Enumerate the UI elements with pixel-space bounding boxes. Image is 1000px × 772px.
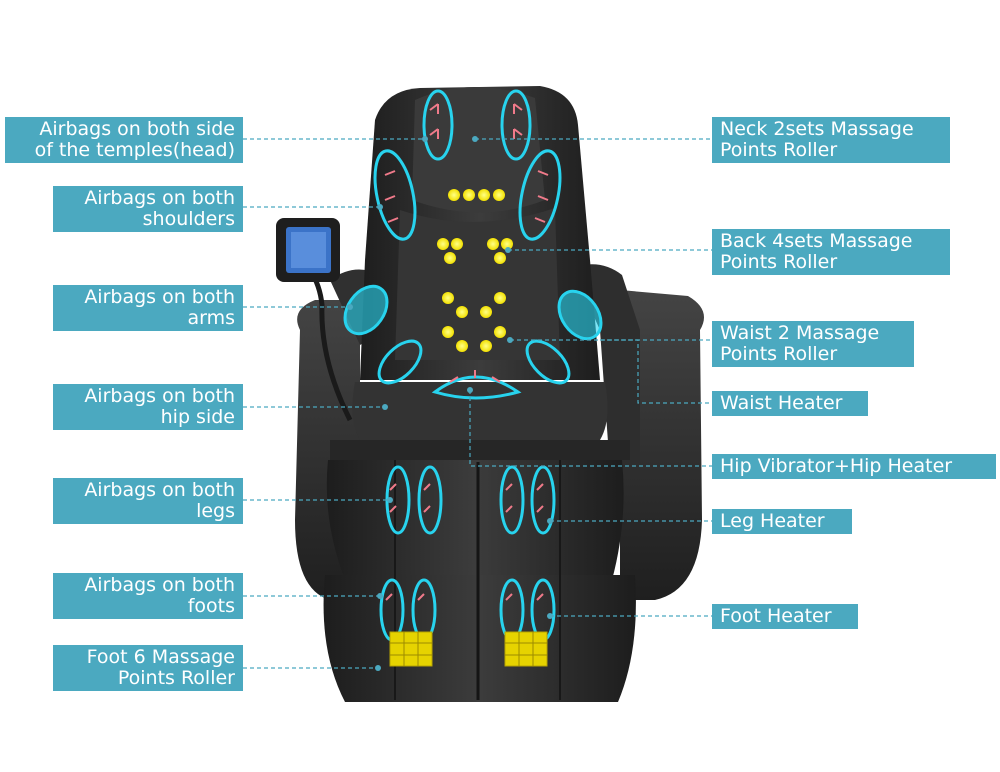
back-cushion — [395, 208, 560, 360]
calf-rest — [326, 460, 624, 580]
label-neck-roller: Neck 2sets Massage Points Roller — [712, 117, 950, 163]
chair-body — [295, 86, 704, 702]
roller-back — [451, 238, 463, 250]
roller-back — [442, 292, 454, 304]
airbag-leg-2 — [417, 465, 443, 535]
foot-roller-left — [389, 631, 433, 667]
label-legs: Airbags on both legs — [53, 478, 243, 524]
foot-rollers — [389, 631, 548, 667]
roller-waist — [494, 326, 506, 338]
roller-back — [456, 306, 468, 318]
label-temples: Airbags on both side of the temples(head… — [5, 117, 243, 163]
airbag-hip-right — [525, 339, 571, 385]
roller-back — [494, 252, 506, 264]
roller-back — [444, 252, 456, 264]
leader-dots — [347, 136, 553, 671]
label-waist-heater: Waist Heater — [712, 391, 868, 416]
roller-back — [480, 306, 492, 318]
airbag-shoulder-left — [373, 149, 417, 241]
roller-back — [437, 238, 449, 250]
seat-cushion — [352, 382, 608, 440]
roller-neck — [493, 189, 505, 201]
massage-rollers — [437, 189, 513, 352]
label-shoulders: Airbags on both shoulders — [53, 186, 243, 232]
roller-back — [494, 292, 506, 304]
airbag-shoulder-right — [518, 149, 562, 241]
label-hip-side: Airbags on both hip side — [53, 384, 243, 430]
foot-rest — [323, 575, 636, 702]
roller-neck — [463, 189, 475, 201]
roller-back — [501, 238, 513, 250]
label-leg-heater: Leg Heater — [712, 509, 852, 534]
airbag-temple-right — [500, 89, 532, 161]
airbag-hip-left — [377, 339, 423, 385]
roller-waist — [442, 326, 454, 338]
right-armrest — [572, 264, 640, 470]
chair-base — [330, 440, 630, 460]
airbag-arm-right — [557, 289, 603, 341]
roller-back — [487, 238, 499, 250]
label-foots: Airbags on both foots — [53, 573, 243, 619]
airbag-arrows — [384, 103, 549, 601]
roller-waist — [456, 340, 468, 352]
label-waist-roller: Waist 2 Massage Points Roller — [712, 321, 914, 367]
airbag-leg-3 — [499, 465, 525, 535]
label-back-roller: Back 4sets Massage Points Roller — [712, 229, 950, 275]
foot-roller-right — [504, 631, 548, 667]
head-pillow — [412, 86, 545, 213]
right-side-panel — [620, 290, 704, 600]
airbag-seat — [431, 375, 522, 400]
remote-controller — [276, 218, 353, 422]
roller-neck — [448, 189, 460, 201]
leader-lines — [243, 138, 712, 669]
airbag-temple-left — [422, 89, 454, 161]
label-foot-roller: Foot 6 Massage Points Roller — [53, 645, 243, 691]
airbag-leg-4 — [530, 465, 556, 535]
label-arms: Airbags on both arms — [53, 285, 243, 331]
airbag-arm-left — [343, 284, 389, 336]
label-hip-vibrator: Hip Vibrator+Hip Heater — [712, 454, 996, 479]
label-foot-heater: Foot Heater — [712, 604, 858, 629]
roller-neck — [478, 189, 490, 201]
roller-waist — [480, 340, 492, 352]
